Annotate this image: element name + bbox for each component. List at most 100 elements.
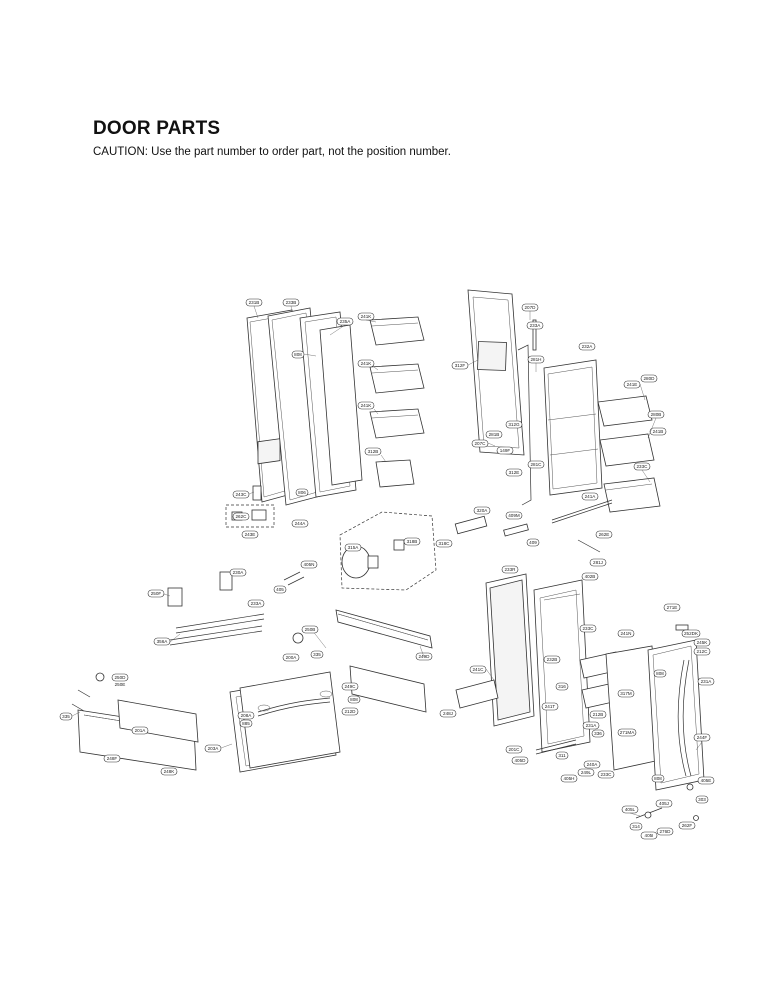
svg-text:233C: 233C xyxy=(583,626,595,631)
callout-label: 405H xyxy=(560,774,578,783)
callout-label: 240A xyxy=(583,760,601,769)
svg-text:281H: 281H xyxy=(531,357,542,362)
callout-label: 312G xyxy=(505,420,523,429)
svg-text:241K: 241K xyxy=(361,314,373,319)
svg-text:250D: 250D xyxy=(115,675,127,680)
svg-text:336: 336 xyxy=(594,731,602,736)
callout-label: 233R xyxy=(501,565,519,574)
svg-text:320A: 320A xyxy=(477,508,489,513)
callout-label: 271E xyxy=(663,603,681,612)
svg-text:245K: 245K xyxy=(697,640,709,645)
filter-housing xyxy=(339,511,601,591)
svg-text:262F: 262F xyxy=(682,823,693,828)
svg-text:318B: 318B xyxy=(407,539,418,544)
callout-label: 409 xyxy=(526,538,540,547)
svg-text:241A: 241A xyxy=(585,494,597,499)
callout-label: 212C xyxy=(693,647,711,656)
callout-label: 200A xyxy=(282,653,300,662)
svg-text:806: 806 xyxy=(298,490,306,495)
svg-text:240A: 240A xyxy=(587,762,599,767)
svg-text:241E: 241E xyxy=(627,382,638,387)
svg-text:409M: 409M xyxy=(508,513,520,518)
svg-text:280D: 280D xyxy=(644,376,656,381)
callout-label: 212D xyxy=(341,707,359,716)
callout-label: 233C xyxy=(579,624,597,633)
callout-label: 232B xyxy=(543,655,561,664)
svg-text:233R: 233R xyxy=(505,567,517,572)
callout-label: 248J xyxy=(439,709,457,718)
callout-label: 281J xyxy=(589,558,607,567)
svg-text:252DK: 252DK xyxy=(684,631,699,636)
svg-text:249C: 249C xyxy=(345,684,357,689)
svg-text:230A: 230A xyxy=(233,570,245,575)
right-door-inner-bins xyxy=(543,359,661,524)
svg-text:409: 409 xyxy=(529,540,537,545)
callout-label: 233A xyxy=(526,321,544,330)
callout-label: 806 xyxy=(295,488,309,497)
svg-text:231A: 231A xyxy=(701,679,713,684)
svg-text:312B: 312B xyxy=(368,449,379,454)
svg-text:212C: 212C xyxy=(697,649,709,654)
svg-text:231B: 231B xyxy=(249,300,260,305)
callout-label: 244A xyxy=(291,519,309,528)
callout-label: 231A xyxy=(697,677,715,686)
svg-text:303: 303 xyxy=(698,797,706,802)
svg-text:233A: 233A xyxy=(530,323,542,328)
callout-label: 314 xyxy=(629,822,643,831)
svg-text:149F: 149F xyxy=(500,448,511,453)
callout-label: 149F xyxy=(496,446,514,455)
svg-text:250F: 250F xyxy=(151,591,162,596)
callout-label: 405N xyxy=(300,560,318,569)
callout-label: 315A xyxy=(344,543,362,552)
svg-text:405N: 405N xyxy=(304,562,315,567)
callout-label: 262F xyxy=(678,821,696,830)
callout-label: 249L xyxy=(577,768,595,777)
callout-label: 405I xyxy=(640,831,658,840)
svg-text:203A: 203A xyxy=(208,746,220,751)
svg-text:314: 314 xyxy=(632,824,640,829)
callout-label: 248K xyxy=(160,767,178,776)
svg-text:201A: 201A xyxy=(135,728,147,733)
svg-text:244A: 244A xyxy=(295,521,307,526)
callout-label: 281C xyxy=(527,460,545,469)
svg-text:212B: 212B xyxy=(593,712,604,717)
svg-text:808: 808 xyxy=(654,776,662,781)
svg-text:405I: 405I xyxy=(645,833,654,838)
callout-label: 233B xyxy=(282,298,300,307)
callout-label: 317M xyxy=(617,689,635,698)
svg-text:402B: 402B xyxy=(585,574,596,579)
svg-text:243C: 243C xyxy=(236,492,248,497)
svg-text:250B: 250B xyxy=(305,627,316,632)
callout-label: 262C xyxy=(232,512,250,521)
callout-label: 241K xyxy=(357,401,375,410)
svg-text:262C: 262C xyxy=(236,514,248,519)
callout-label: 212B xyxy=(589,710,607,719)
svg-text:249L: 249L xyxy=(581,770,592,775)
svg-text:249D: 249D xyxy=(419,654,431,659)
svg-text:241K: 241K xyxy=(361,361,373,366)
callout-label: 249C xyxy=(341,682,359,691)
callout-label: 405J xyxy=(655,799,673,808)
svg-text:317M: 317M xyxy=(620,691,632,696)
callout-label: 250F xyxy=(147,589,165,598)
svg-text:312E: 312E xyxy=(509,470,520,475)
svg-text:244F: 244F xyxy=(697,735,708,740)
leader-lines xyxy=(71,305,703,817)
svg-text:233B: 233B xyxy=(286,300,297,305)
callout-label: 320A xyxy=(473,506,491,515)
callout-label: 241B xyxy=(649,427,667,436)
svg-text:405H: 405H xyxy=(564,776,575,781)
callout-label: 312E xyxy=(505,468,523,477)
svg-text:262E: 262E xyxy=(599,532,610,537)
callout-label: 312B xyxy=(364,447,382,456)
callout-label: 335 xyxy=(310,650,324,659)
svg-text:356A: 356A xyxy=(157,639,169,644)
svg-text:405D: 405D xyxy=(515,758,527,763)
svg-text:312G: 312G xyxy=(508,422,520,427)
callout-label: 336 xyxy=(591,729,605,738)
svg-text:233A: 233A xyxy=(251,601,263,606)
caution-note: CAUTION: Use the part number to order pa… xyxy=(93,146,451,158)
callout-label: 243C xyxy=(232,490,250,499)
callout-label: 335 xyxy=(59,712,73,721)
